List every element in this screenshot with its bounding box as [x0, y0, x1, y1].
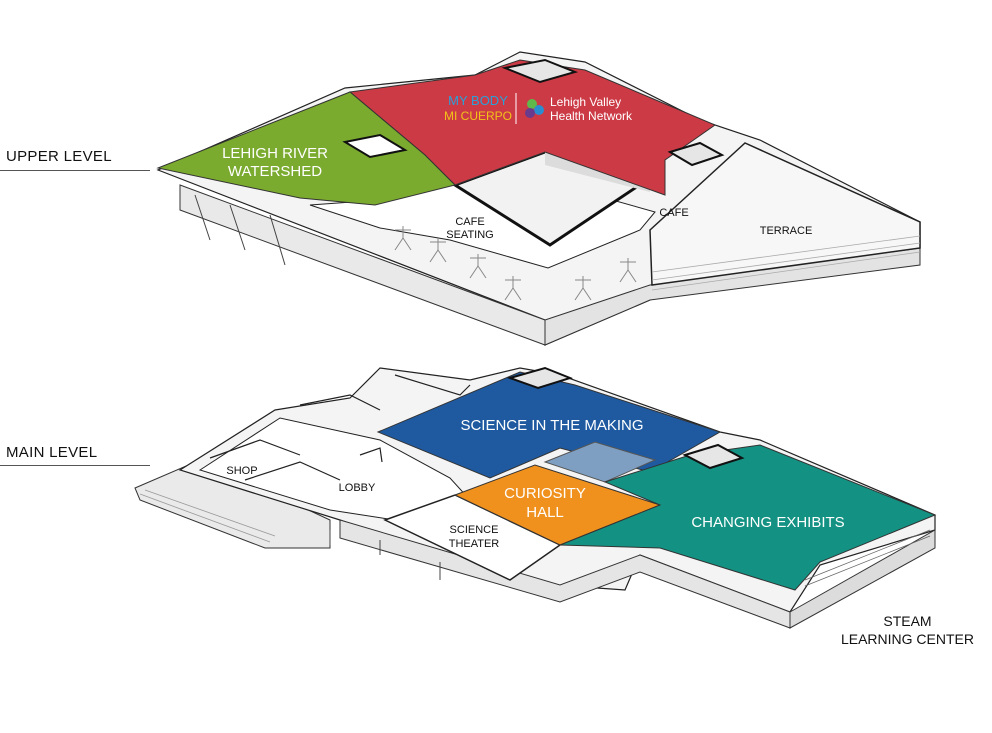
science-in-the-making-label: SCIENCE IN THE MAKING — [460, 417, 643, 434]
main-canopy-columns — [329, 530, 441, 580]
changing-exhibits-zone[interactable] — [559, 444, 937, 591]
main-level-plan — [134, 366, 937, 629]
upper-stair-void-1 — [342, 133, 408, 159]
terrace-wall-texture — [651, 235, 921, 291]
upper-level-rule — [0, 170, 150, 171]
lvhn-name-line1: Lehigh Valley — [550, 95, 621, 109]
changing-exhibits-windows — [804, 529, 931, 587]
terrace-deck — [649, 142, 921, 286]
main-interior-walls — [209, 374, 471, 481]
wall-figure-graphics — [394, 226, 637, 301]
main-stair-void-2 — [682, 443, 745, 470]
main-stair-void-1 — [506, 366, 573, 390]
upper-level-label: UPPER LEVEL — [6, 148, 112, 165]
steam-label-line1: STEAM — [883, 613, 932, 629]
steam-learning-center-label: STEAM LEARNING CENTER — [841, 612, 974, 648]
changing-exhibits-label: CHANGING EXHIBITS — [691, 514, 844, 531]
steam-label-line2: LEARNING CENTER — [840, 631, 974, 647]
cafe-seating-label-line1: CAFE — [455, 216, 484, 228]
lvhn-logo-icon — [525, 99, 544, 118]
science-theater-label-line2: THEATER — [449, 538, 500, 550]
main-facade-east — [789, 529, 936, 629]
main-level-rule — [0, 465, 150, 466]
main-level-label: MAIN LEVEL — [6, 444, 98, 461]
upper-stair-void-3 — [667, 141, 725, 167]
upper-facade-south — [544, 247, 921, 346]
cafe-label: CAFE — [659, 207, 688, 219]
cafe-seating-label-line2: SEATING — [446, 229, 493, 241]
lobby-label: LOBBY — [339, 482, 376, 494]
lehigh-river-label-line1: LEHIGH RIVER — [222, 145, 328, 162]
lvhn-name-line2: Health Network — [550, 109, 633, 123]
lobby-floor — [198, 417, 471, 521]
curiosity-hall-label-line2: HALL — [526, 504, 564, 521]
shop-label: SHOP — [226, 465, 257, 477]
upper-level-plan — [156, 51, 921, 346]
skylight-patch — [543, 441, 657, 483]
my-body-subtitle: MI CUERPO — [444, 109, 512, 123]
upper-stair-void-2 — [501, 58, 579, 84]
lehigh-river-label-line2: WATERSHED — [228, 163, 322, 180]
atrium-inner-wall — [545, 152, 650, 192]
science-theater-label-line1: SCIENCE — [450, 524, 499, 536]
terrace-label: TERRACE — [760, 225, 813, 237]
lehigh-river-watershed-zone[interactable] — [156, 91, 456, 206]
my-body-title: MY BODY — [448, 93, 508, 108]
entrance-step-lines — [139, 489, 276, 543]
curiosity-hall-label-line1: CURIOSITY — [504, 485, 586, 502]
upper-canopy-supports — [194, 194, 286, 266]
